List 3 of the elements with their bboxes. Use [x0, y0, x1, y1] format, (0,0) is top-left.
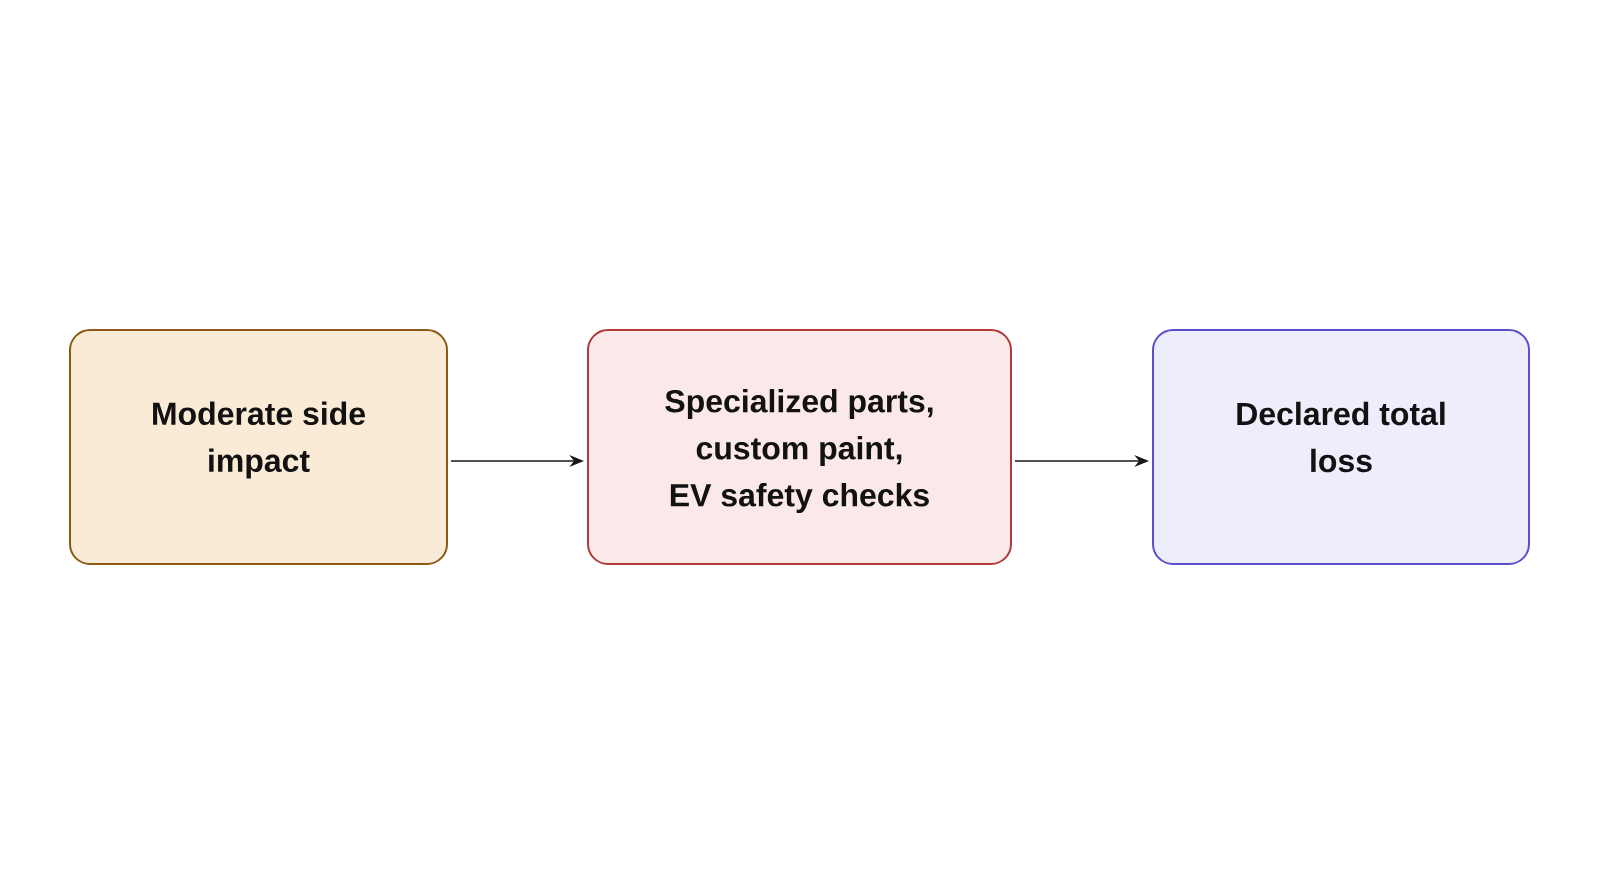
process-box: Moderate side impact [69, 329, 448, 565]
process-box: Specialized parts, custom paint, EV safety checks [587, 329, 1012, 565]
process-box: Declared total loss [1152, 329, 1530, 565]
